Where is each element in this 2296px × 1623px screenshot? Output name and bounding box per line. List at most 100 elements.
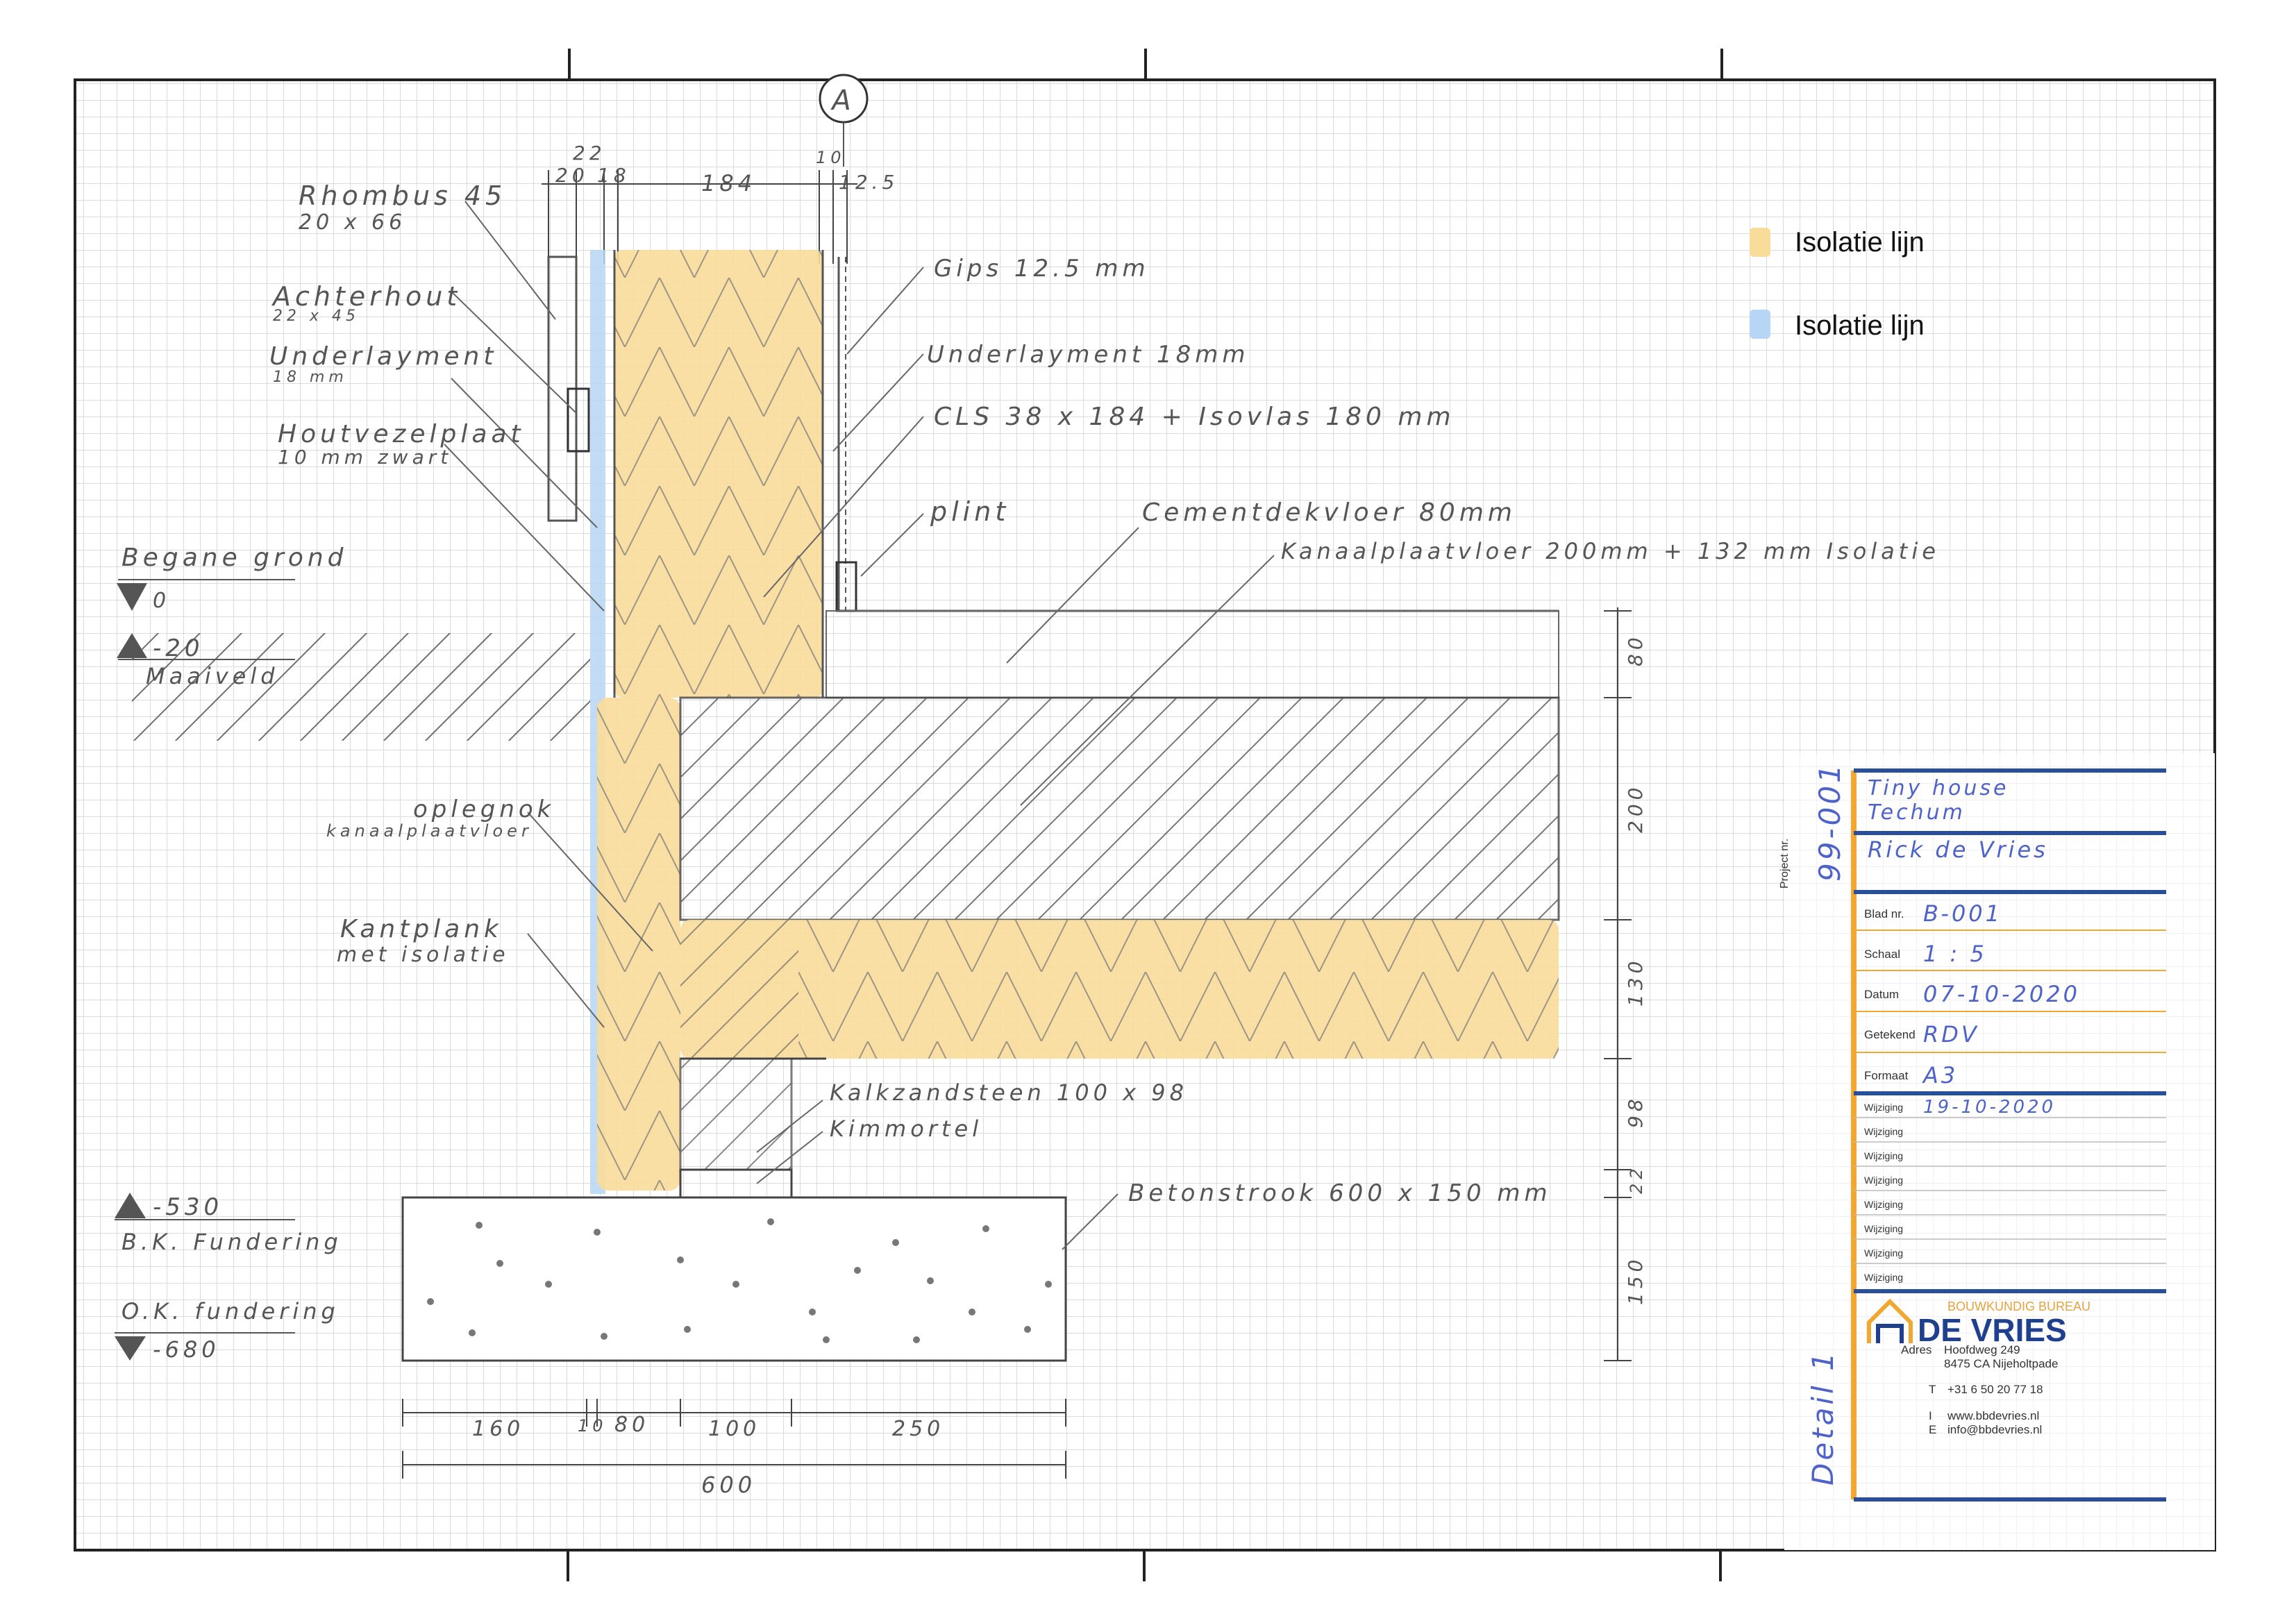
wijziging-label-2: Wijziging (1864, 1126, 1903, 1137)
label-betonstrook: Betonstrook 600 x 150 mm (1128, 1179, 1552, 1207)
title-block (1784, 753, 2215, 1550)
brand-subtitle: BOUWKUNDIG BUREAU (1947, 1300, 2090, 1313)
grid-ref: A (830, 85, 855, 117)
wijziging-label-4: Wijziging (1864, 1175, 1903, 1186)
project-name-line2: Techum (1868, 800, 1966, 825)
label-oplegnok-sub: kanaalplaatvloer (326, 821, 533, 841)
datum-label: Datum (1864, 988, 1899, 1001)
label-rhombus-size: 20 x 66 (299, 210, 406, 235)
level-maaiveld: -20 Maaiveld (117, 633, 295, 689)
dim-bottom-100: 100 (708, 1417, 760, 1441)
label-cls: CLS 38 x 184 + Isovlas 180 mm (934, 403, 1455, 431)
project-nr: 99-001 (1813, 762, 1847, 882)
hollow-core-slab (679, 696, 1560, 921)
getekend-label: Getekend (1864, 1028, 1916, 1041)
tel-label: T (1929, 1383, 1936, 1396)
datum-value: 07-10-2020 (1923, 981, 2080, 1007)
dim-right-150: 150 (1624, 1256, 1647, 1305)
web-label: I (1929, 1409, 1932, 1422)
blad-label: Blad nr. (1864, 907, 1904, 920)
dim-right-98: 98 (1624, 1095, 1647, 1128)
dim-bottom-250: 250 (892, 1417, 944, 1441)
dim-184: 184 (701, 170, 756, 196)
adres-label: Adres (1901, 1343, 1932, 1356)
svg-text:-530: -530 (153, 1193, 223, 1221)
adres-line2: 8475 CA Nijeholtpade (1944, 1357, 2058, 1370)
wall-section (547, 250, 1559, 1194)
blad-value: B-001 (1923, 900, 2002, 927)
dim-20: 20 (555, 164, 589, 187)
svg-text:Begane grond: Begane grond (121, 544, 348, 572)
legend-label-blue: Isolatie lijn (1795, 310, 1925, 341)
schaal-value: 1 : 5 (1923, 941, 1987, 967)
dim-right-22: 22 (1627, 1164, 1646, 1194)
label-kantplank-sub: met isolatie (337, 943, 510, 967)
dim-18: 18 (597, 164, 630, 187)
formaat-value: A3 (1922, 1062, 1958, 1088)
label-achterhout-size: 22 x 45 (273, 308, 360, 325)
svg-text:Maaiveld: Maaiveld (146, 663, 279, 689)
wijziging-label-7: Wijziging (1864, 1247, 1903, 1259)
svg-text:O.K. fundering: O.K. fundering (121, 1298, 340, 1325)
label-plint: plint (930, 496, 1009, 527)
web-value: www.bbdevries.nl (1947, 1409, 2039, 1422)
schaal-label: Schaal (1864, 948, 1900, 961)
tel-value: +31 6 50 20 77 18 (1947, 1383, 2043, 1396)
dim-right-80: 80 (1624, 633, 1647, 666)
legend-swatch-blue (1750, 310, 1770, 339)
client-name: Rick de Vries (1868, 836, 2048, 863)
wijziging-label-3: Wijziging (1864, 1150, 1903, 1161)
formaat-label: Formaat (1864, 1069, 1909, 1082)
label-achterhout: Achterhout (271, 281, 461, 312)
dim-bottom-80: 80 (614, 1413, 649, 1437)
project-nr-label: Project nr. (1779, 839, 1791, 889)
label-gips: Gips 12.5 mm (934, 255, 1150, 283)
dim-bottom-160: 160 (472, 1417, 524, 1441)
soil-hatch (132, 633, 590, 741)
label-kimmortel: Kimmortel (830, 1116, 982, 1142)
legend-label-orange: Isolatie lijn (1795, 227, 1925, 258)
svg-text:0: 0 (153, 589, 170, 613)
svg-text:B.K. Fundering: B.K. Fundering (121, 1229, 342, 1255)
project-name-line1: Tiny house (1868, 776, 2009, 800)
label-cementdekvloer: Cementdekvloer 80mm (1142, 498, 1516, 527)
label-kalkzandsteen: Kalkzandsteen 100 x 98 (830, 1079, 1188, 1106)
dim-10: 10 (816, 148, 846, 167)
level-begane-grond: Begane grond 0 (117, 544, 348, 613)
legend-swatch-orange (1750, 228, 1770, 257)
getekend-value: RDV (1923, 1021, 1979, 1048)
label-houtvezelplaat-size: 10 mm zwart (278, 446, 452, 469)
bottom-dimension-chain (402, 1399, 1066, 1479)
label-underlayment-left-size: 18 mm (273, 369, 348, 386)
brand-name: DE VRIES (1918, 1312, 2067, 1348)
dim-bottom-10: 10 (578, 1416, 607, 1436)
concrete-aggregate (427, 1218, 1052, 1343)
dim-right-200: 200 (1624, 784, 1647, 833)
email-label: E (1929, 1423, 1936, 1436)
concrete-strip (401, 1196, 1067, 1362)
label-houtvezelplaat: Houtvezelplaat (278, 420, 525, 448)
wijziging-value-1: 19-10-2020 (1923, 1097, 2056, 1118)
dim-22: 22 (573, 142, 606, 165)
sand-lime-brick (679, 1057, 793, 1171)
label-oplegnok: oplegnok (413, 796, 555, 823)
right-dimension-chain (1604, 607, 1632, 1361)
dim-12-5: 12.5 (839, 171, 898, 194)
email-value: info@bbdevries.nl (1947, 1423, 2042, 1436)
adres-line1: Hoofdweg 249 (1944, 1343, 2020, 1356)
wijziging-label-5: Wijziging (1864, 1199, 1903, 1210)
dim-right-130: 130 (1624, 957, 1647, 1007)
label-underlayment-left: Underlayment (269, 342, 497, 371)
label-kantplank: Kantplank (340, 915, 503, 943)
house-logo-icon (1867, 1298, 1913, 1343)
detail-number: Detail 1 (1806, 1349, 1840, 1486)
level-bk-fundering: -530 B.K. Fundering (115, 1193, 342, 1255)
label-underlayment-right: Underlayment 18mm (927, 341, 1250, 369)
level-ok-fundering: O.K. fundering -680 (115, 1298, 340, 1363)
dim-bottom-600: 600 (701, 1472, 756, 1498)
svg-text:-20: -20 (153, 634, 204, 662)
wijziging-label-6: Wijziging (1864, 1223, 1903, 1234)
label-rhombus: Rhombus 45 (299, 180, 506, 211)
svg-text:-680: -680 (153, 1336, 220, 1363)
